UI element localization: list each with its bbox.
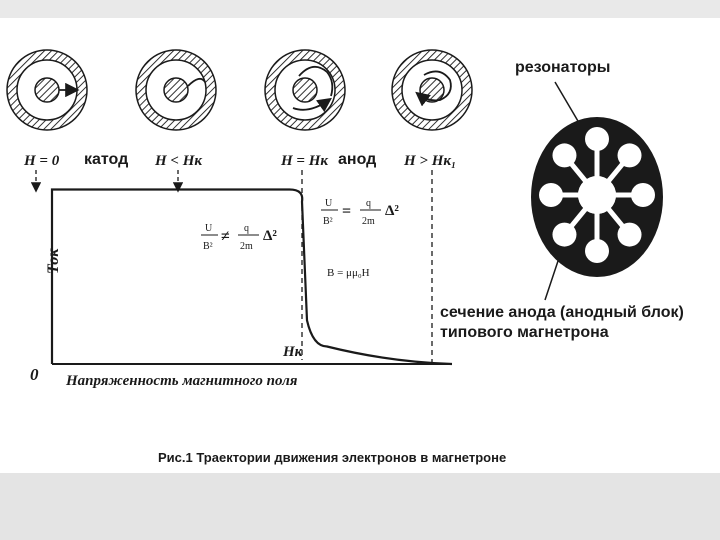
resonator-cavity — [585, 239, 609, 263]
svg-text:2m: 2m — [240, 241, 253, 252]
ring-diagram-4 — [391, 49, 473, 131]
svg-text:B²: B² — [323, 216, 333, 227]
formula-induction: B = μμ₀H — [327, 267, 370, 279]
electron-trajectory-grazing — [298, 66, 334, 97]
ring-diagram-2 — [135, 49, 217, 131]
current-vs-field-chart — [50, 188, 453, 366]
ring-label-h3: H = Hк — [280, 153, 328, 169]
anode-block-section — [531, 117, 663, 277]
current-curve — [50, 188, 453, 366]
ring-diagram-1 — [6, 49, 88, 131]
svg-text:U: U — [325, 198, 333, 209]
resonator-cavity — [617, 222, 642, 247]
svg-text:=: = — [342, 203, 351, 220]
resonator-cavity — [539, 183, 563, 207]
critical-field-label: Hк — [282, 344, 303, 360]
section-leader — [544, 254, 561, 301]
x-axis-label: Напряженность магнитного поля — [65, 373, 298, 389]
svg-text:q: q — [244, 223, 249, 234]
cathode-label: катод — [84, 151, 128, 168]
svg-text:Δ²: Δ² — [385, 203, 399, 219]
figure-caption: Рис.1 Траектории движения электронов в м… — [158, 450, 506, 465]
ring-diagram-3 — [264, 49, 346, 131]
svg-text:≠: ≠ — [221, 228, 230, 245]
y-axis-label: Ток — [45, 248, 62, 274]
resonator-cavity — [552, 222, 577, 247]
electron-trajectory-loop — [415, 70, 452, 107]
ring-label-h2: H < Hк — [154, 153, 202, 169]
origin-label: 0 — [30, 365, 39, 384]
ring-label-h1: H = 0 — [23, 153, 60, 169]
resonator-cavity — [631, 183, 655, 207]
anode-label: анод — [338, 151, 376, 168]
ring-label-h4: H > Hк₁ — [403, 153, 456, 169]
resonator-cavity — [585, 127, 609, 151]
svg-text:2m: 2m — [362, 216, 375, 227]
svg-text:B²: B² — [203, 241, 213, 252]
resonator-cavity — [552, 143, 577, 168]
section-label-line1: сечение анода (анодный блок) — [440, 304, 684, 321]
bottom-band — [0, 473, 720, 540]
interaction-space-overlay — [578, 176, 616, 214]
formula-inequality: U B² ≠ q 2m Δ² — [201, 223, 277, 252]
formula-equality: U B² = q 2m Δ² — [321, 198, 399, 227]
resonator-cavity — [617, 143, 642, 168]
svg-text:q: q — [366, 198, 371, 209]
resonators-label: резонаторы — [515, 59, 610, 76]
svg-text:Δ²: Δ² — [263, 228, 277, 244]
electron-trajectory-curved — [187, 77, 206, 87]
section-label-line2: типового магнетрона — [440, 324, 609, 341]
svg-text:U: U — [205, 223, 213, 234]
